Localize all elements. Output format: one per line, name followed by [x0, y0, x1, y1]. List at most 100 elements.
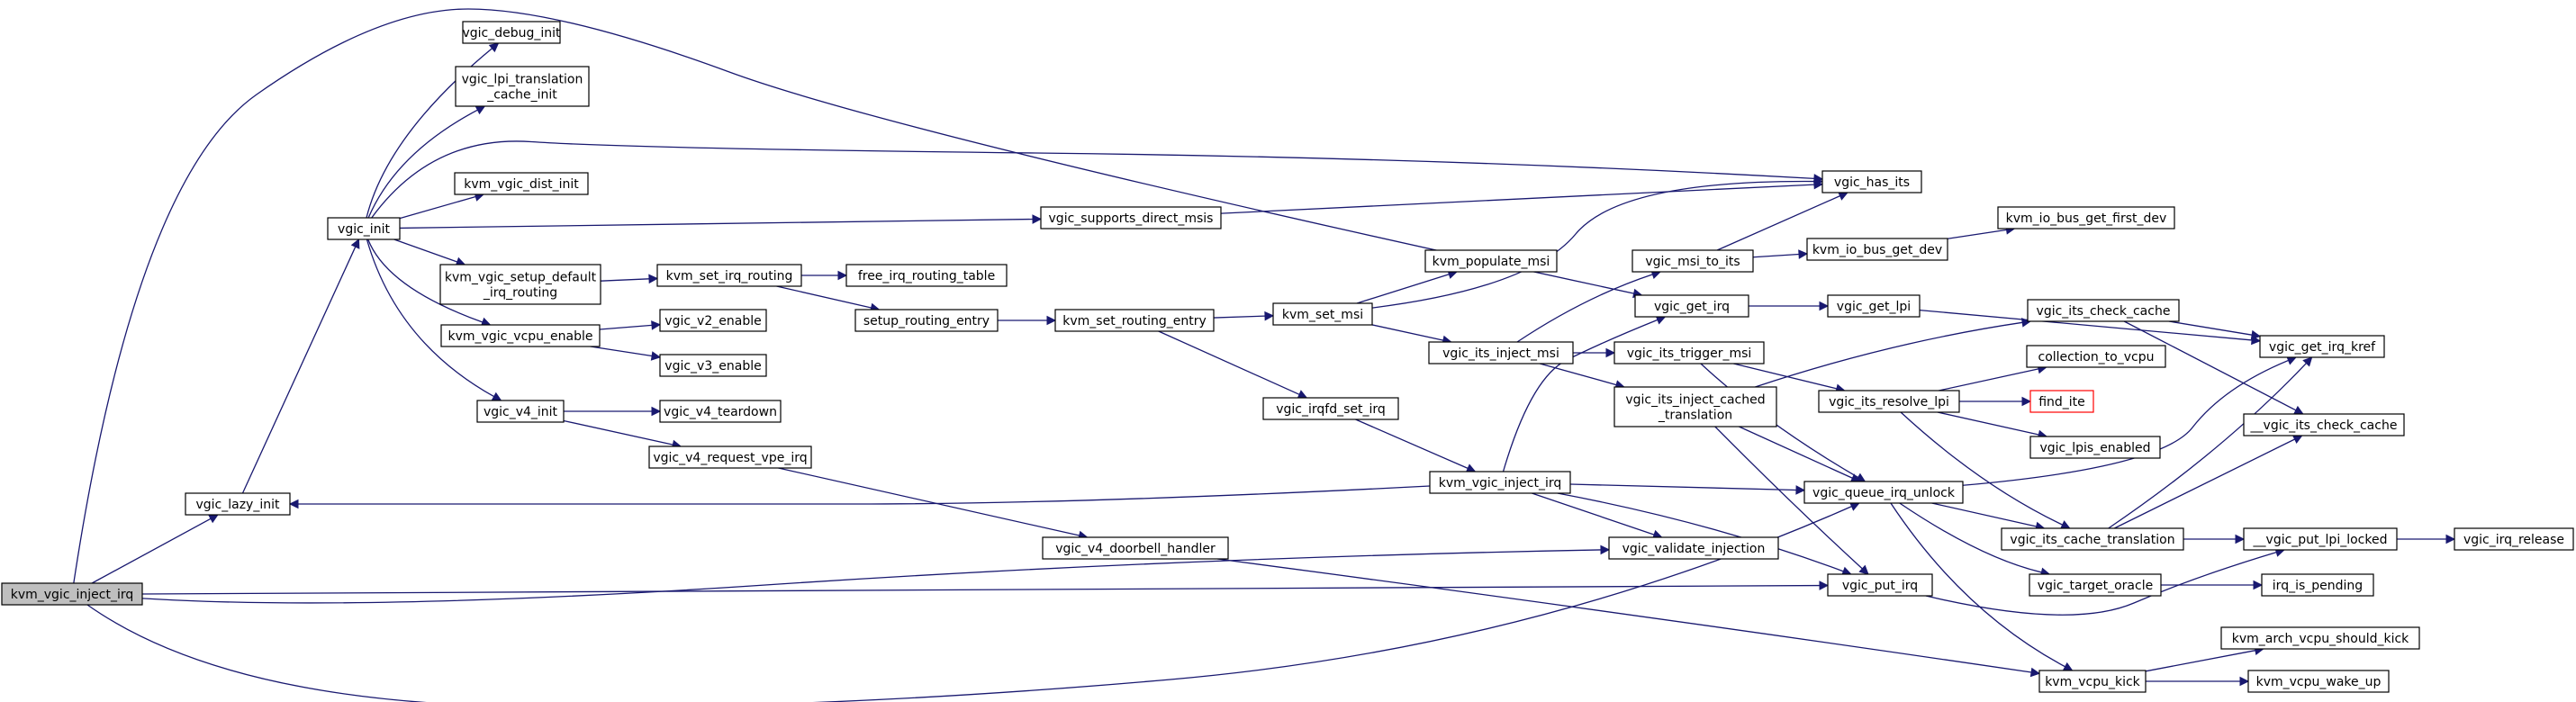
- node-kvm-vgic-vcpu-enable[interactable]: kvm_vgic_vcpu_enable: [440, 324, 601, 347]
- node-label: kvm_io_bus_get_first_dev: [2006, 212, 2167, 226]
- node-kvm-vgic-setup-default-irq-routing[interactable]: kvm_vgic_setup_default_irq_routing: [439, 264, 601, 305]
- node-vgic-v2-enable[interactable]: vgic_v2_enable: [659, 309, 767, 332]
- node-kvm-io-bus-get-first-dev[interactable]: kvm_io_bus_get_first_dev: [1997, 206, 2175, 230]
- node-vgic-put-irq[interactable]: vgic_put_irq: [1827, 573, 1933, 597]
- arrowhead-kvm_vgic_setup_default_irq_routing-to-kvm_set_irq_routing: [648, 274, 659, 284]
- node---vgic-put-lpi-locked[interactable]: __vgic_put_lpi_locked: [2243, 527, 2398, 551]
- node-label: vgic_put_irq: [1842, 579, 1918, 593]
- edge-vgic_its_check_cache-to-__vgic_its_check_cache: [2123, 320, 2297, 411]
- node-vgic-lpis-enabled[interactable]: vgic_lpis_enabled: [2029, 436, 2161, 459]
- node-label: kvm_arch_vcpu_should_kick: [2232, 632, 2409, 646]
- edge-vgic_supports_direct_msis-to-vgic_has_its: [1220, 184, 1815, 214]
- node-box: [2029, 573, 2162, 597]
- edge-kvm_vgic_inject_irq_root-to-vgic_lazy_init: [91, 518, 212, 584]
- node-box: [1272, 302, 1373, 326]
- node-vgic-its-trigger-msi[interactable]: vgic_its_trigger_msi: [1613, 341, 1765, 364]
- node-label: kvm_vgic_inject_irq: [11, 588, 134, 602]
- node-kvm-set-msi[interactable]: kvm_set_msi: [1272, 302, 1373, 326]
- edge-kvm_vgic_inject_irq_root-to-vgic_queue_irq_unlock: [86, 506, 1852, 702]
- call-graph-edges: [73, 8, 2456, 702]
- node-vgic-has-its[interactable]: vgic_has_its: [1821, 170, 1922, 194]
- node-label: vgic_irq_release: [2463, 533, 2564, 547]
- edge-kvm_set_msi-to-vgic_has_its: [1371, 180, 1815, 309]
- node-vgic-init[interactable]: vgic_init: [327, 217, 401, 240]
- node-vgic-debug-init[interactable]: vgic_debug_init: [462, 21, 561, 44]
- node-vgic-get-irq-kref[interactable]: vgic_get_irq_kref: [2259, 335, 2385, 358]
- node-vgic-its-check-cache[interactable]: vgic_its_check_cache: [2027, 299, 2180, 322]
- node-box: [440, 324, 601, 347]
- node-find-ite[interactable]: find_ite: [2029, 390, 2094, 413]
- node-box: [1428, 341, 1574, 364]
- node-setup-routing-entry[interactable]: setup_routing_entry: [854, 309, 999, 332]
- node-box: [1613, 386, 1777, 428]
- node-label: vgic_get_irq: [1654, 300, 1730, 314]
- node-vgic-v4-doorbell-handler[interactable]: vgic_v4_doorbell_handler: [1042, 536, 1229, 560]
- node-vgic-v3-enable[interactable]: vgic_v3_enable: [659, 354, 767, 377]
- edge-vgic_lazy_init-to-vgic_init: [241, 246, 357, 494]
- node-box: [1806, 238, 1948, 261]
- edge-kvm_vgic_inject_irq-to-vgic_lazy_init: [298, 485, 1431, 505]
- node-kvm-arch-vcpu-should-kick[interactable]: kvm_arch_vcpu_should_kick: [2220, 626, 2420, 650]
- node-free-irq-routing-table[interactable]: free_irq_routing_table: [845, 264, 1008, 287]
- node-vgic-irq-release[interactable]: vgic_irq_release: [2454, 527, 2574, 551]
- node-label: kvm_vcpu_wake_up: [2256, 675, 2382, 689]
- node-vgic-msi-to-its[interactable]: vgic_msi_to_its: [1631, 249, 1754, 273]
- node-kvm-set-irq-routing[interactable]: kvm_set_irq_routing: [656, 264, 802, 287]
- edge-vgic_queue_irq_unlock-to-vgic_target_oracle: [1899, 502, 2042, 573]
- edge-vgic_its_inject_msi-to-vgic_its_inject_cached_translation: [1540, 363, 1617, 386]
- node-vgic-its-resolve-lpi[interactable]: vgic_its_resolve_lpi: [1818, 390, 1960, 413]
- node-kvm-vcpu-wake-up[interactable]: kvm_vcpu_wake_up: [2247, 670, 2390, 693]
- node-kvm-populate-msi[interactable]: kvm_populate_msi: [1424, 249, 1558, 273]
- node-kvm-vgic-inject-irq[interactable]: kvm_vgic_inject_irq: [1429, 471, 1571, 494]
- node---vgic-its-check-cache[interactable]: __vgic_its_check_cache: [2243, 413, 2405, 436]
- node-box: [1821, 170, 1922, 194]
- node-vgic-v4-teardown[interactable]: vgic_v4_teardown: [659, 400, 782, 423]
- edge-vgic_get_lpi-to-vgic_get_irq_kref: [1919, 309, 2253, 341]
- edge-kvm_vgic_inject_irq-to-vgic_put_irq: [1557, 492, 1844, 572]
- node-kvm-io-bus-get-dev[interactable]: kvm_io_bus_get_dev: [1806, 238, 1948, 261]
- node-vgic-its-cache-translation[interactable]: vgic_its_cache_translation: [2001, 527, 2184, 551]
- node-box: [185, 492, 291, 516]
- edge-vgic_its_resolve_lpi-to-vgic_lpis_enabled: [1937, 411, 2039, 436]
- node-kvm-set-routing-entry[interactable]: kvm_set_routing_entry: [1054, 309, 1215, 332]
- edge-vgic_its_check_cache-to-vgic_get_irq_kref: [2168, 320, 2253, 336]
- edge-kvm_vgic_setup_default_irq_routing-to-kvm_set_irq_routing: [600, 278, 650, 282]
- arrowhead-setup_routing_entry-to-kvm_set_routing_entry: [1046, 315, 1057, 326]
- node-label: __vgic_put_lpi_locked: [2253, 533, 2388, 547]
- arrowhead-kvm_vgic_vcpu_enable-to-vgic_v3_enable: [650, 351, 662, 361]
- edge-vgic_msi_to_its-to-vgic_has_its: [1716, 195, 1840, 251]
- arrowhead-vgic_its_inject_cached_translation-to-vgic_its_check_cache: [2020, 318, 2032, 328]
- node-irq-is-pending[interactable]: irq_is_pending: [2261, 573, 2374, 597]
- node-box: [1429, 471, 1571, 494]
- node-vgic-its-inject-msi[interactable]: vgic_its_inject_msi: [1428, 341, 1574, 364]
- node-vgic-get-irq[interactable]: vgic_get_irq: [1634, 294, 1749, 318]
- node-box: [1803, 481, 1964, 504]
- arrowhead-kvm_set_routing_entry-to-kvm_set_msi: [1264, 310, 1275, 321]
- node-vgic-target-oracle[interactable]: vgic_target_oracle: [2029, 573, 2162, 597]
- node-vgic-lpi-translation-cache-init[interactable]: vgic_lpi_translation_cache_init: [455, 66, 590, 107]
- node-vgic-supports-direct-msis[interactable]: vgic_supports_direct_msis: [1040, 206, 1222, 230]
- node-collection-to-vcpu[interactable]: collection_to_vcpu: [2026, 345, 2166, 368]
- arrowhead-vgic_its_check_cache-to-vgic_get_irq_kref: [2250, 329, 2262, 340]
- node-box: [2001, 527, 2184, 551]
- node-box: [1613, 341, 1765, 364]
- node-vgic-validate-injection[interactable]: vgic_validate_injection: [1608, 536, 1779, 560]
- node-vgic-v4-init[interactable]: vgic_v4_init: [476, 400, 565, 423]
- arrowhead-vgic_init-to-vgic_supports_direct_msis: [1032, 214, 1043, 224]
- node-vgic-get-lpi[interactable]: vgic_get_lpi: [1827, 294, 1921, 318]
- node-kvm-vgic-dist-init[interactable]: kvm_vgic_dist_init: [454, 172, 589, 195]
- edge-kvm_vgic_inject_irq-to-vgic_queue_irq_unlock: [1569, 483, 1797, 491]
- node-box: [1997, 206, 2175, 230]
- node-vgic-irqfd-set-irq[interactable]: vgic_irqfd_set_irq: [1262, 397, 1399, 420]
- node-kvm-vgic-inject-irq-root[interactable]: kvm_vgic_inject_irq: [1, 582, 143, 606]
- node-label: vgic_target_oracle: [2038, 579, 2153, 593]
- edge-kvm_set_routing_entry-to-vgic_irqfd_set_irq: [1158, 330, 1300, 395]
- arrowhead-vgic_init-to-vgic_debug_init: [488, 42, 500, 53]
- node-vgic-its-inject-cached-translation[interactable]: vgic_its_inject_cached_translation: [1613, 386, 1777, 428]
- node-kvm-vcpu-kick[interactable]: kvm_vcpu_kick: [2038, 670, 2147, 693]
- edge-vgic_init-to-vgic_supports_direct_msis: [399, 218, 1034, 230]
- node-vgic-v4-request-vpe-irq[interactable]: vgic_v4_request_vpe_irq: [648, 446, 812, 469]
- node-vgic-queue-irq-unlock[interactable]: vgic_queue_irq_unlock: [1803, 481, 1964, 504]
- node-vgic-lazy-init[interactable]: vgic_lazy_init: [185, 492, 291, 516]
